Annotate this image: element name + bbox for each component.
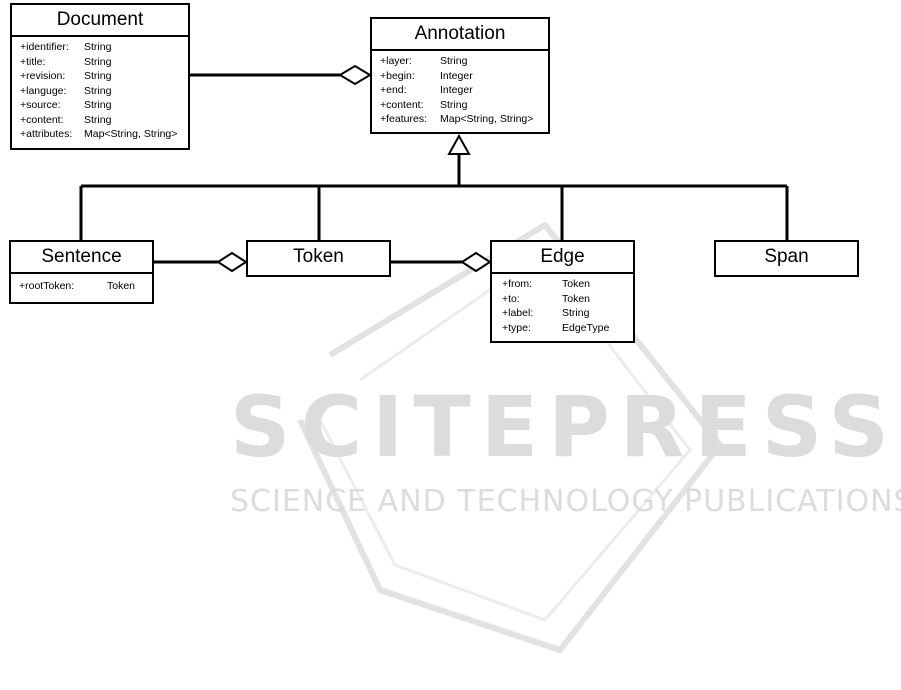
attribute-name: +to: bbox=[502, 292, 520, 305]
watermark-title: SCITEPRESS bbox=[230, 378, 899, 476]
sentence-attributes: +rootToken: Token bbox=[11, 274, 152, 297]
attribute-name: +revision: bbox=[20, 70, 66, 82]
attribute-name: +identifier: bbox=[20, 41, 69, 53]
edge-class-name: Edge bbox=[492, 242, 633, 274]
sentence-class-name: Sentence bbox=[11, 242, 152, 274]
attribute-type: String bbox=[440, 98, 468, 111]
attribute-name: +attributes: bbox=[20, 128, 73, 140]
token-class-name: Token bbox=[293, 246, 344, 267]
attribute-type: Token bbox=[562, 278, 591, 290]
attribute-row: +content: String bbox=[380, 98, 548, 113]
attribute-type: Map<String, String> bbox=[84, 128, 178, 140]
attribute-row: +begin: Integer bbox=[380, 69, 548, 84]
sentence-class: Sentence +rootToken: Token bbox=[9, 240, 154, 304]
attribute-row: +label: String bbox=[502, 306, 633, 321]
attribute-row: +layer: String bbox=[380, 54, 548, 69]
attribute-name: +end: bbox=[380, 84, 407, 96]
attribute-type: Map<String, String> bbox=[440, 113, 534, 125]
attribute-name: +rootToken: bbox=[19, 280, 75, 292]
attribute-type: String bbox=[84, 84, 112, 97]
attribute-name: +content: bbox=[20, 113, 64, 126]
attribute-row: +source: String bbox=[20, 98, 188, 113]
annotation-class-name: Annotation bbox=[372, 19, 548, 51]
document-class: Document +identifier: String +title: Strin… bbox=[10, 3, 190, 150]
attribute-row: +languge: String bbox=[20, 84, 188, 99]
document-class-name: Document bbox=[12, 5, 188, 37]
attribute-row: +title: String bbox=[20, 55, 188, 70]
attribute-row: +from: Token bbox=[502, 277, 633, 292]
attribute-type: String bbox=[562, 307, 590, 319]
edge-attributes: +from: Token +to: Token +label: String +typ… bbox=[492, 274, 633, 338]
span-class-name: Span bbox=[764, 246, 809, 267]
watermark-subtitle: SCIENCE AND TECHNOLOGY PUBLICATIONS bbox=[230, 484, 901, 519]
span-class: Span bbox=[714, 240, 859, 277]
attribute-type: Integer bbox=[440, 69, 473, 82]
edge-class: Edge +from: Token +to: Token +label: String… bbox=[490, 240, 635, 343]
attribute-type: String bbox=[84, 41, 112, 53]
attribute-type: String bbox=[440, 55, 468, 67]
attribute-type: String bbox=[84, 113, 112, 126]
attribute-name: +begin: bbox=[380, 69, 415, 82]
attribute-row: +features: Map<String, String> bbox=[380, 112, 548, 127]
attribute-name: +title: bbox=[20, 55, 46, 68]
document-attributes: +identifier: String +title: String +revisi… bbox=[12, 37, 188, 145]
attribute-type: Token bbox=[562, 292, 591, 305]
attribute-row: +attributes: Map<String, String> bbox=[20, 127, 188, 142]
annotation-class: Annotation +layer: String +begin: Integer … bbox=[370, 17, 550, 134]
attribute-name: +type: bbox=[502, 321, 531, 334]
attribute-row: +revision: String bbox=[20, 69, 188, 84]
attribute-name: +label: bbox=[502, 307, 534, 319]
attribute-row: +rootToken: Token bbox=[19, 279, 152, 294]
aggregation-diamond-token bbox=[216, 251, 248, 273]
aggregation-diamond-annotation bbox=[338, 64, 372, 86]
attribute-name: +features: bbox=[380, 113, 427, 125]
generalization-triangle bbox=[447, 133, 471, 155]
token-class: Token bbox=[246, 240, 391, 277]
attribute-name: +content: bbox=[380, 98, 424, 111]
attribute-type: String bbox=[84, 99, 112, 111]
attribute-type: Token bbox=[107, 280, 136, 292]
attribute-row: +end: Integer bbox=[380, 83, 548, 98]
attribute-name: +source: bbox=[20, 99, 61, 111]
attribute-name: +from: bbox=[502, 278, 533, 290]
annotation-attributes: +layer: String +begin: Integer +end: Intege… bbox=[372, 51, 548, 130]
aggregation-diamond-edge bbox=[460, 251, 492, 273]
attribute-type: String bbox=[84, 55, 112, 68]
attribute-type: String bbox=[84, 70, 112, 82]
attribute-row: +content: String bbox=[20, 113, 188, 128]
attribute-type: Integer bbox=[440, 84, 473, 96]
attribute-name: +layer: bbox=[380, 55, 412, 67]
attribute-type: EdgeType bbox=[562, 321, 610, 334]
attribute-row: +to: Token bbox=[502, 292, 633, 307]
attribute-row: +identifier: String bbox=[20, 40, 188, 55]
attribute-name: +languge: bbox=[20, 84, 67, 97]
attribute-row: +type: EdgeType bbox=[502, 321, 633, 336]
